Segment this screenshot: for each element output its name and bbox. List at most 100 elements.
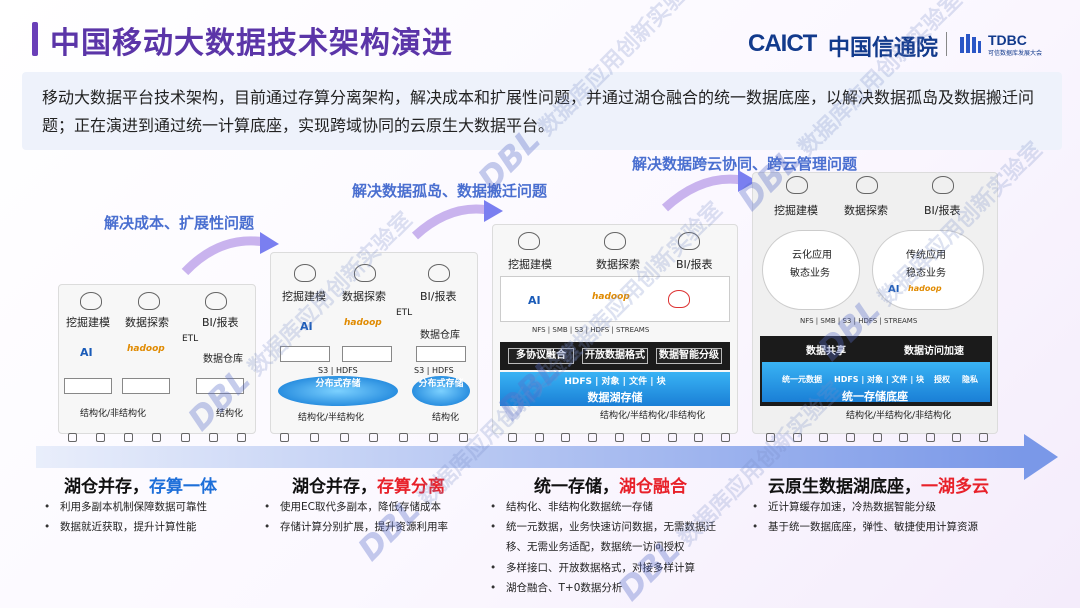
tdbc-icon xyxy=(960,34,981,53)
pillar-3-bullet: 结构化、非结构化数据统一存储 xyxy=(490,497,653,517)
brain-icon xyxy=(518,232,540,250)
users-icon xyxy=(604,232,626,250)
p4-agile: 敏态业务 xyxy=(790,268,830,279)
tool-label-mining: 挖掘建模 xyxy=(282,290,326,303)
caict-logo: CAICT xyxy=(748,30,817,57)
stage-arrow-2 xyxy=(411,200,503,240)
p2-distributed-storage-right: 分布式存储 xyxy=(412,376,470,406)
p2-struct-semi: 结构化/半结构化 xyxy=(298,413,365,423)
page-title: 中国移动大数据技术架构演进 xyxy=(50,26,453,61)
pillar-4-bullet: 基于统一数据底座，弹性、敏捷使用计算资源 xyxy=(752,517,978,537)
stage-arrow-3 xyxy=(661,170,757,212)
timeline-bar xyxy=(36,446,1026,468)
p3-chip-tiering: 数据智能分级 xyxy=(656,348,722,364)
stage-label-1: 解决成本、扩展性问题 xyxy=(104,214,255,232)
ai-label: AI xyxy=(80,346,93,359)
tool-label-explore: 数据探索 xyxy=(844,204,888,217)
pillar-3-bullet: 多样接口、开放数据格式，对接多样计算 xyxy=(490,558,695,578)
p3-data-type-icons xyxy=(508,433,730,445)
brain-icon xyxy=(294,264,316,282)
timeline-arrow-tip xyxy=(1024,434,1058,480)
pillar-1-bullet: 数据就近获取，提升计算性能 xyxy=(44,517,196,537)
tool-label-mining: 挖掘建模 xyxy=(508,258,552,271)
intro-summary: 移动大数据平台技术架构，目前通过存算分离架构，解决成本和扩展性问题，并通过湖仓融… xyxy=(22,72,1062,150)
compute-node-3 xyxy=(416,346,466,362)
storage-node-3 xyxy=(196,378,244,394)
warehouse-label: 数据仓库 xyxy=(203,354,243,365)
tool-label-explore: 数据探索 xyxy=(342,290,386,303)
tool-label-bi: BI/报表 xyxy=(202,316,239,329)
users-icon xyxy=(354,264,376,282)
tool-label-bi: BI/报表 xyxy=(420,290,457,303)
brain-icon xyxy=(786,176,808,194)
bar-chart-icon xyxy=(428,264,450,282)
pillar-title-2: 湖仓并存，存算分离 xyxy=(292,477,445,497)
p4-share: 数据共享 xyxy=(806,346,846,357)
stage-label-2: 解决数据孤岛、数据搬迁问题 xyxy=(352,182,548,200)
p4-accel: 数据访问加速 xyxy=(904,346,964,357)
pillar-2-bullet: 存储计算分别扩展，提升资源利用率 xyxy=(264,517,448,537)
p3-struct-all: 结构化/半结构化/非结构化 xyxy=(600,411,706,421)
p4-trad-app: 传统应用 xyxy=(906,250,946,261)
traditional-app-cloud xyxy=(872,230,984,310)
p3-chip-protocol: 多协议融合 xyxy=(508,348,574,364)
p4-base: 统一存储底座 xyxy=(842,390,908,403)
stage-arrow-1 xyxy=(181,232,279,275)
tool-label-mining: 挖掘建模 xyxy=(774,204,818,217)
hadoop-logo: hadoop xyxy=(908,284,942,293)
pillar-2-bullet: 使用EC取代多副本，降低存储成本 xyxy=(264,497,441,517)
p3-data-lake-storage: HDFS | 对象 | 文件 | 块 数据湖存储 xyxy=(500,372,730,406)
p2-s3-hdfs-right: S3 | HDFS xyxy=(414,366,454,375)
users-icon xyxy=(138,292,160,310)
p4-unified-storage: 统一元数据 HDFS | 对象 | 文件 | 块 授权 隐私 统一存储底座 xyxy=(762,362,990,403)
ai-label: AI xyxy=(300,320,313,333)
p1-data-type-icons xyxy=(68,433,246,445)
p3-lake-formats: HDFS | 对象 | 文件 | 块 xyxy=(564,377,666,387)
p4-auth: 授权 xyxy=(934,375,950,384)
ai-label: AI xyxy=(888,284,900,295)
p3-chip-format: 开放数据格式 xyxy=(582,348,648,364)
pillar-title-4: 云原生数据湖底座，一湖多云 xyxy=(768,477,989,497)
p2-struct: 结构化 xyxy=(432,413,460,423)
pillar-title-3: 统一存储，湖仓融合 xyxy=(534,477,687,497)
bar-chart-icon xyxy=(932,176,954,194)
bar-chart-icon xyxy=(678,232,700,250)
p3-compute-box xyxy=(500,276,730,322)
p1-struct: 结构化 xyxy=(216,409,244,419)
warehouse-label: 数据仓库 xyxy=(420,330,460,341)
p4-cloud-app: 云化应用 xyxy=(792,250,832,261)
compute-node-2 xyxy=(342,346,392,362)
p4-privacy: 隐私 xyxy=(962,375,978,384)
database-icon xyxy=(668,290,690,308)
logo-divider xyxy=(946,32,947,56)
bar-chart-icon xyxy=(205,292,227,310)
p2-s3-hdfs: S3 | HDFS xyxy=(318,366,358,375)
pillar-title-1: 湖仓并存，存算一体 xyxy=(64,477,217,497)
title-accent-bar xyxy=(32,22,38,56)
tool-label-bi: BI/报表 xyxy=(676,258,713,271)
pillar-3-bullet-cont: 移、无需业务适配，数据统一访问授权 xyxy=(506,541,685,553)
pillar-1-bullet: 利用多副本机制保障数据可靠性 xyxy=(44,497,207,517)
p4-data-type-icons xyxy=(766,433,988,445)
p4-stable: 稳态业务 xyxy=(906,268,946,279)
tdbc-logo: TDBC xyxy=(988,32,1027,48)
hadoop-logo: hadoop xyxy=(344,318,382,328)
brain-icon xyxy=(80,292,102,310)
users-icon xyxy=(856,176,878,194)
caict-logo-cn: 中国信通院 xyxy=(828,36,939,61)
tool-label-mining: 挖掘建模 xyxy=(66,316,110,329)
p4-lake-formats: HDFS | 对象 | 文件 | 块 xyxy=(834,375,925,384)
p3-lake-title: 数据湖存储 xyxy=(587,391,643,404)
p3-protocols: NFS | SMB | S3 | HDFS | STREAMS xyxy=(532,326,650,334)
ai-label: AI xyxy=(528,294,541,307)
p4-protocols: NFS | SMB | S3 | HDFS | STREAMS xyxy=(800,317,918,325)
etl-label: ETL xyxy=(182,334,199,344)
compute-node-1 xyxy=(280,346,330,362)
pillar-3-bullet: 湖仓融合、T+0数据分析 xyxy=(490,578,622,598)
pillar-3-bullet: 统一元数据，业务快速访问数据，无需数据迁 xyxy=(490,517,716,537)
stage-label-3: 解决数据跨云协同、跨云管理问题 xyxy=(632,155,858,173)
tdbc-logo-subtitle: 可信数据库发展大会 xyxy=(988,50,1043,57)
p4-unified-data: 统一元数据 xyxy=(782,375,822,384)
storage-node-1 xyxy=(64,378,112,394)
tool-label-explore: 数据探索 xyxy=(596,258,640,271)
